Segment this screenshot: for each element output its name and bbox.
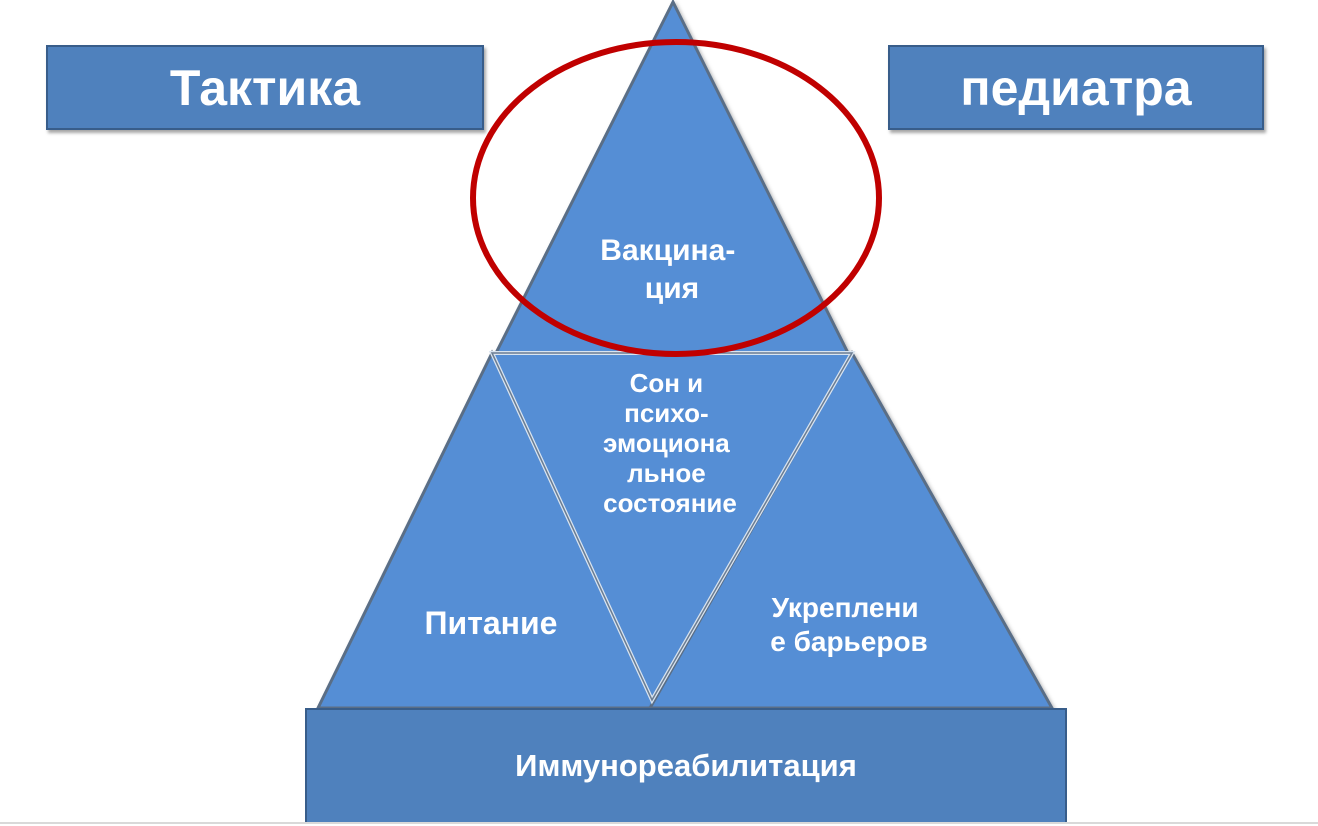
top-triangle-label: Вакцина- ция — [600, 234, 743, 305]
highlight-ellipse — [470, 39, 882, 357]
title-left-text: Тактика — [169, 59, 361, 116]
bottom-divider — [0, 822, 1318, 824]
title-right-text: педиатра — [960, 59, 1192, 116]
right-triangle-label: Укреплени е барьеров — [770, 592, 928, 657]
center-triangle-label: Сон и психо- эмоциона льное состояние — [603, 368, 737, 518]
base-bar: Иммунореабилитация — [305, 708, 1067, 824]
base-bar-label: Иммунореабилитация — [515, 748, 857, 783]
title-box-left: Тактика — [46, 45, 484, 130]
left-triangle-label: Питание — [425, 605, 558, 641]
title-box-right: педиатра — [888, 45, 1264, 130]
